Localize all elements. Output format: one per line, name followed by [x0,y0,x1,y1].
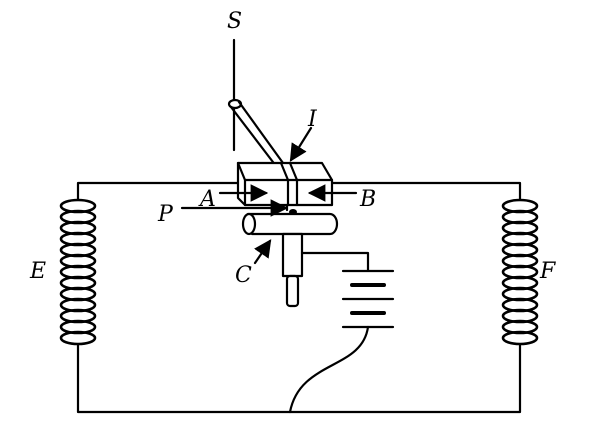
circuit-wire [76,181,522,414]
coil-turn [59,330,97,346]
label-f: F [539,259,556,284]
arrow-c [253,239,272,265]
arrow-i [289,126,313,162]
label-a: A [198,187,216,212]
coil-e [59,198,97,346]
return-wire [288,325,370,414]
label-i: I [307,107,318,132]
battery [341,269,395,329]
label-s: S [227,9,242,34]
lever-arm [227,98,285,168]
label-b: B [359,187,376,212]
battery-wire [300,251,370,272]
coil-f [501,198,539,346]
label-c: C [235,263,252,288]
label-e: E [29,259,46,284]
contact-post [281,232,304,308]
label-p: P [157,202,174,227]
contact-cylinder [241,212,339,236]
coil-turn [501,330,539,346]
